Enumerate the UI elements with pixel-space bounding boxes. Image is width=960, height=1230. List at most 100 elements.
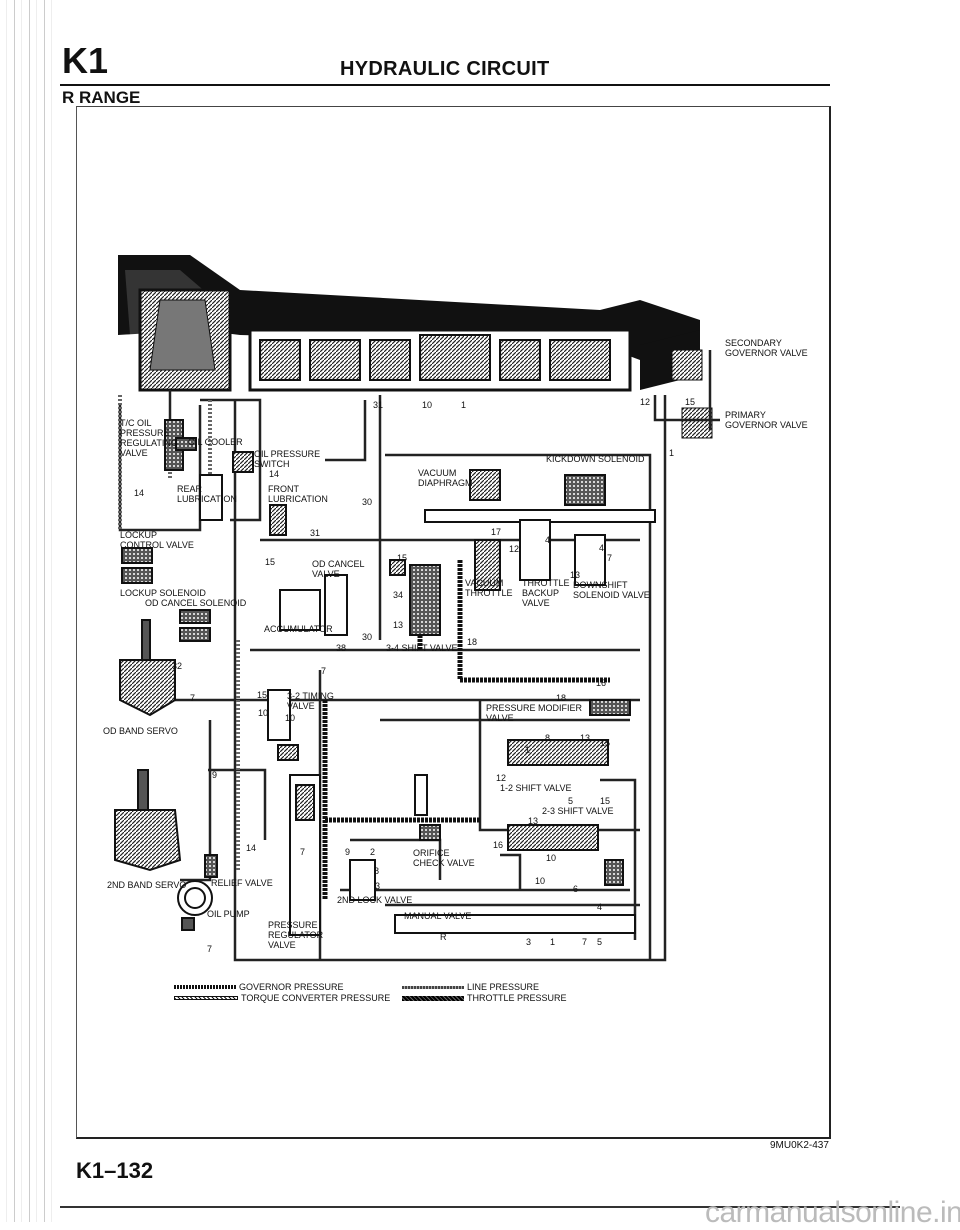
- port-number: 2: [370, 847, 376, 857]
- valve-bodies: [114, 419, 656, 936]
- port-number: 7: [207, 944, 213, 954]
- port-number: 15: [397, 553, 408, 563]
- label-2nd-lock-valve: 2ND LOCK VALVE: [337, 895, 413, 905]
- port-number: 32: [172, 661, 183, 671]
- label-downshift-solenoid-valve: DOWNSHIFT SOLENOID VALVE: [573, 580, 650, 600]
- label-3-4-shift-valve: 3-4 SHIFT VALVE: [386, 643, 458, 653]
- scan-binding-edge: [0, 0, 58, 1222]
- label-od-cancel-valve: OD CANCEL VALVE: [312, 559, 365, 579]
- port-number: 4: [597, 902, 603, 912]
- port-number: 4: [545, 535, 551, 545]
- port-number: 14: [269, 469, 280, 479]
- transmission-housing: [118, 255, 713, 439]
- legend-swatch-throttle: [402, 995, 464, 1001]
- port-number: 16: [493, 840, 504, 850]
- label-1-2-shift-valve: 1-2 SHIFT VALVE: [500, 783, 572, 793]
- port-number: 6: [573, 884, 579, 894]
- label-orifice-check-valve: ORIFICE CHECK VALVE: [413, 848, 475, 868]
- page-number: K1–132: [76, 1158, 154, 1183]
- legend-label: LINE PRESSURE: [467, 982, 540, 992]
- label-rear-lubrication: REAR LUBRICATION: [177, 484, 237, 504]
- port-number: 15: [257, 690, 268, 700]
- label-od-band-servo: OD BAND SERVO: [103, 726, 178, 736]
- port-number: 15: [600, 796, 611, 806]
- legend-label: THROTTLE PRESSURE: [467, 993, 567, 1003]
- label-throttle-backup-valve: THROTTLE BACKUP VALVE: [522, 578, 570, 608]
- port-number: 12: [496, 773, 507, 783]
- port-number: 15: [685, 397, 696, 407]
- label-2nd-band-servo: 2ND BAND SERVO: [107, 880, 187, 890]
- page-title: HYDRAULIC CIRCUIT: [340, 58, 550, 80]
- legend-swatch-torque: [174, 996, 238, 1000]
- port-number: 1: [669, 448, 675, 458]
- label-relief-valve: RELIEF VALVE: [211, 878, 273, 888]
- port-number: 10: [535, 876, 546, 886]
- port-number: 1: [550, 937, 556, 947]
- port-number: 13: [570, 570, 581, 580]
- label-oil-cooler: OIL COOLER: [188, 437, 243, 447]
- label-secondary-governor-valve: SECONDARY GOVERNOR VALVE: [725, 338, 808, 358]
- port-number: 5: [597, 937, 603, 947]
- label-tc-oil-pressure-regulating-valve: T/C OIL PRESSURE REGULATING VALVE: [120, 418, 178, 458]
- footer-rule: [60, 1206, 900, 1208]
- label-manual-r-position: R: [440, 932, 447, 942]
- label-2-3-shift-valve: 2-3 SHIFT VALVE: [542, 806, 614, 816]
- legend-governor-pressure: GOVERNOR PRESSURE: [174, 982, 344, 992]
- legend-swatch-line: [402, 985, 464, 989]
- port-number: 14: [134, 488, 145, 498]
- port-number: 18: [556, 693, 567, 703]
- port-number: 16: [596, 678, 607, 688]
- section-code: K1: [62, 40, 109, 81]
- legend-torque-converter-pressure: TORQUE CONVERTER PRESSURE: [174, 993, 390, 1003]
- port-number: 31: [373, 400, 384, 410]
- port-number: 5: [568, 796, 574, 806]
- label-pressure-regulator-valve: PRESSURE REGULATOR VALVE: [268, 920, 324, 950]
- port-number: 18: [467, 637, 478, 647]
- legend-label: TORQUE CONVERTER PRESSURE: [241, 993, 391, 1003]
- port-number: 9: [212, 770, 218, 780]
- label-oil-pump: OIL PUMP: [207, 909, 250, 919]
- port-number: 10: [422, 400, 433, 410]
- legend-label: GOVERNOR PRESSURE: [239, 982, 344, 992]
- label-accumulator: ACCUMULATOR: [264, 624, 333, 634]
- port-number: 8: [545, 733, 551, 743]
- port-number: 30: [362, 497, 373, 507]
- legend-throttle-pressure: THROTTLE PRESSURE: [402, 993, 567, 1003]
- label-lockup-solenoid: LOCKUP SOLENOID: [120, 588, 206, 598]
- port-number: 8: [374, 866, 380, 876]
- port-number: 7: [300, 847, 306, 857]
- port-number: 31: [310, 528, 321, 538]
- label-pressure-modifier-valve: PRESSURE MODIFIER VALVE: [486, 703, 583, 723]
- label-3-2-timing-valve: 3-2 TIMING VALVE: [287, 691, 334, 711]
- port-number: 1: [461, 400, 467, 410]
- port-number: 3: [375, 881, 381, 891]
- label-vacuum-diaphragm: VACUUM DIAPHRAGM: [418, 468, 473, 488]
- legend-line-pressure: LINE PRESSURE: [402, 982, 539, 992]
- watermark: carmanualsonline.info: [705, 1196, 960, 1229]
- port-number: 7: [190, 693, 196, 703]
- port-number: 1: [525, 745, 531, 755]
- port-number: 13: [393, 620, 404, 630]
- port-number: 34: [393, 590, 404, 600]
- label-od-cancel-solenoid: OD CANCEL SOLENOID: [145, 598, 247, 608]
- port-number: 3: [526, 937, 532, 947]
- port-number: 15: [265, 557, 276, 567]
- port-number: 12: [509, 544, 520, 554]
- port-number: 9: [345, 847, 351, 857]
- figure-id: 9MU0K2-437: [770, 1140, 829, 1151]
- header-rule: [60, 84, 830, 86]
- label-front-lubrication: FRONT LUBRICATION: [268, 484, 328, 504]
- label-kickdown-solenoid: KICKDOWN SOLENOID: [546, 454, 645, 464]
- port-number: 7: [321, 666, 327, 676]
- port-number: 10: [546, 853, 557, 863]
- port-number: 30: [362, 632, 373, 642]
- label-manual-valve: MANUAL VALVE: [404, 911, 472, 921]
- port-number: 4: [599, 543, 605, 553]
- label-lockup-control-valve: LOCKUP CONTROL VALVE: [120, 530, 194, 550]
- port-number: 15: [600, 738, 611, 748]
- port-number: 10: [258, 708, 269, 718]
- port-number: 13: [528, 816, 539, 826]
- port-number: 7: [582, 937, 588, 947]
- label-primary-governor-valve: PRIMARY GOVERNOR VALVE: [725, 410, 808, 430]
